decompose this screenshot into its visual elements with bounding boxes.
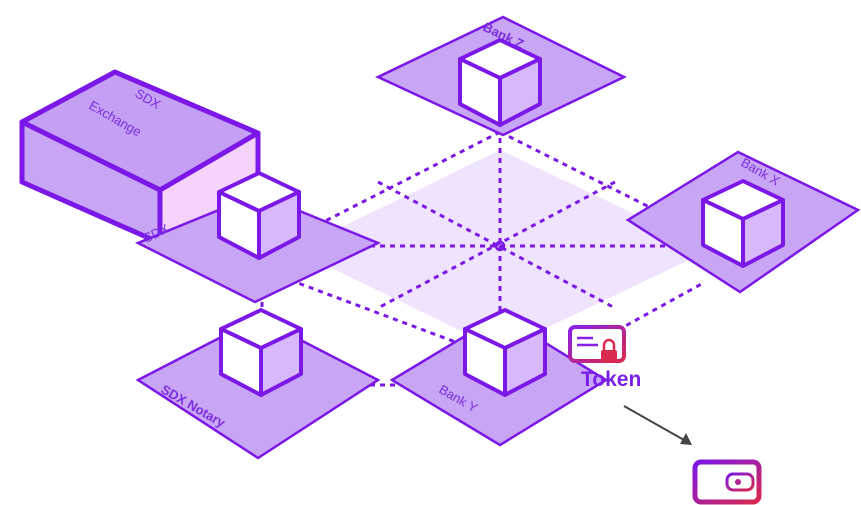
- node-cube-icon: [219, 308, 303, 397]
- node-cube-icon: [217, 171, 301, 260]
- token-label: Token: [581, 368, 641, 391]
- arrow-icon: [623, 405, 692, 445]
- node-cube-icon: [458, 38, 542, 127]
- node-bank-z: Bank Z: [375, 15, 627, 137]
- network-hub: [494, 240, 506, 252]
- node-sdx: SDX: [134, 171, 382, 304]
- node-sdx-notary: SDX Notary: [135, 308, 381, 460]
- wallet-icon: [692, 459, 762, 505]
- sdx-exchange-box: SDX Exchange: [19, 69, 261, 246]
- node-bank-y: Bank Y: [389, 308, 609, 447]
- node-cube-icon: [701, 179, 785, 268]
- node-bank-x: Bank X: [625, 150, 861, 294]
- node-cube-icon: [463, 308, 547, 397]
- token-card-lock-icon: [568, 325, 626, 363]
